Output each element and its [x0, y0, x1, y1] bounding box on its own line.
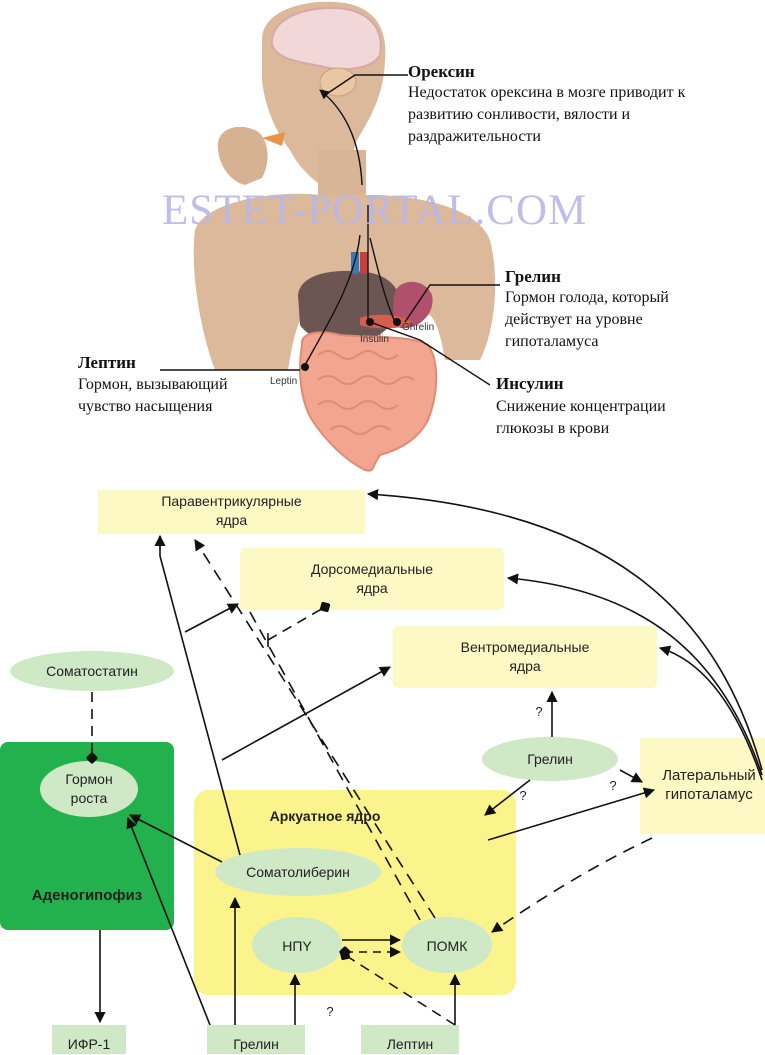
arcuate-label: Аркуатное ядро — [269, 807, 381, 824]
insulin-line-2: глюкозы в крови — [496, 420, 610, 437]
somatostatin-ellipse — [10, 651, 174, 691]
ventromedial-nucleus-box — [393, 626, 657, 688]
paraventricular-label: Паравентрикулярные ядра — [98, 490, 365, 534]
brain-shape — [270, 6, 382, 71]
igf1-label: ИФР-1 — [67, 1035, 111, 1052]
question-mark: ? — [519, 787, 527, 803]
lateral-hypothalamus-box — [640, 738, 765, 834]
food-shape — [262, 132, 285, 146]
intestine-coils — [317, 350, 415, 435]
arm-shape — [217, 126, 268, 185]
dorsomedial-label: Дорсомедиальные ядра — [240, 548, 504, 610]
diagram-arrows — [92, 489, 763, 1026]
paraventricular-line-1: Паравентрикулярные — [161, 493, 302, 509]
insulin-line-1: Снижение концентрации — [496, 398, 666, 415]
ventromedial-label: Вентромедиальные ядра — [393, 626, 657, 688]
question-mark: ? — [535, 703, 543, 719]
organ-label-ghrelin: Ghrelin — [402, 322, 435, 333]
ghrelin-label: Грелин — [527, 750, 573, 767]
adenohypophysis-label: Аденогипофиз — [31, 886, 143, 904]
insulin-title: Инсулин — [496, 374, 564, 393]
orexin-line-1: Недостаток орексина в мозге приводит к — [408, 84, 686, 101]
npy-label: НПY — [282, 937, 312, 954]
question-mark: ? — [609, 777, 617, 793]
ghrelin-bottom-label: Грелин — [233, 1035, 279, 1052]
ghrelin-ellipse — [482, 737, 618, 781]
lateral-line-1: Латеральный — [662, 767, 756, 784]
pomc-ellipse — [402, 917, 492, 973]
orexin-line-2: развитию сонливости, вялости и — [408, 106, 631, 123]
ghrelin-line-2: действует на уровне — [505, 311, 643, 328]
leptin-bottom-label: Лептин — [386, 1035, 434, 1052]
liver-shape — [298, 270, 400, 343]
growth-hormone-line-2: роста — [70, 790, 108, 806]
somatoliberin-ellipse — [215, 848, 381, 896]
ghrelin-bottom-box — [207, 1025, 305, 1054]
leptin-title: Лептин — [78, 353, 136, 372]
ghrelin-line-1: Гормон голода, который — [505, 289, 669, 306]
growth-hormone-line-1: Гормон — [65, 771, 113, 787]
organ-label-insulin: Insulin — [360, 334, 389, 345]
watermark-text: ESTET-PORTAL.COM — [162, 187, 588, 234]
somatoliberin-label: Соматолиберин — [246, 863, 350, 880]
ventromedial-line-1: Вентромедиальные — [460, 639, 590, 655]
organ-label-leptin: Leptin — [270, 376, 298, 387]
leptin-line-1: Гормон, вызывающий — [78, 376, 228, 393]
annotation-dots — [301, 318, 401, 371]
ghrelin-line-3: гипоталамуса — [505, 333, 599, 350]
dorsomedial-line-1: Дорсомедиальные — [310, 561, 434, 577]
question-mark: ? — [326, 1003, 334, 1019]
orexin-line-3: раздражительности — [408, 128, 541, 145]
npy-ellipse — [252, 917, 342, 973]
pomc-label: ПОМК — [426, 937, 468, 954]
growth-hormone-ellipse — [40, 761, 138, 817]
somatostatin-label: Соматостатин — [46, 662, 138, 679]
midbrain-shape — [319, 67, 357, 97]
vessel-shape — [360, 252, 368, 274]
igf1-box — [52, 1025, 126, 1054]
growth-hormone-label: Гормон роста — [40, 761, 138, 817]
dorsomedial-line-2: ядра — [356, 580, 388, 596]
dorsomedial-nucleus-box — [240, 548, 504, 610]
orexin-title: Орексин — [408, 62, 475, 81]
annotation-lines — [160, 74, 500, 386]
leptin-bottom-box — [361, 1025, 459, 1054]
ghrelin-title: Грелин — [505, 267, 561, 286]
paraventricular-line-2: ядра — [215, 512, 248, 528]
leptin-line-2: чувство насыщения — [78, 398, 213, 415]
lateral-hypothalamus-label: Латеральный гипоталамус — [650, 760, 765, 810]
ventromedial-line-2: ядра — [509, 658, 541, 674]
stomach-shape — [393, 281, 433, 329]
body-illustration — [193, 1, 496, 472]
lateral-line-2: гипоталамус — [665, 786, 753, 803]
paraventricular-nucleus-box — [98, 490, 365, 534]
